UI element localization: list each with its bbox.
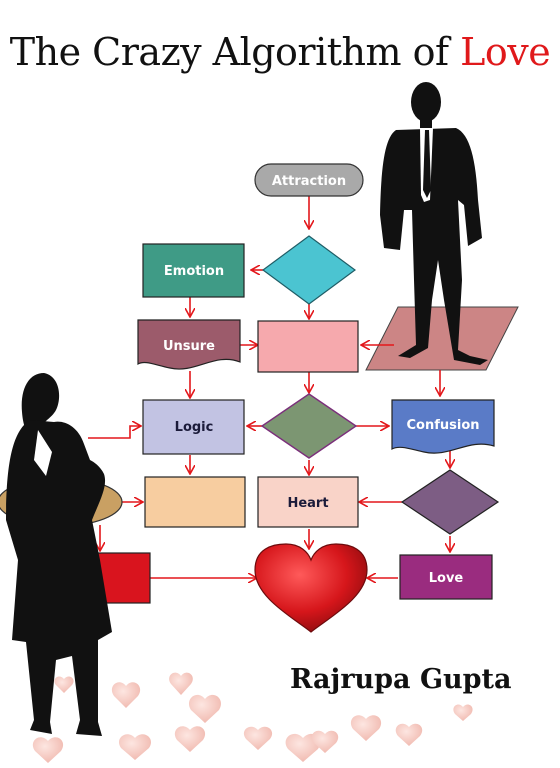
author-name: Rajrupa Gupta [290, 664, 512, 695]
process-box-pink [257, 320, 359, 373]
small-hearts [32, 672, 473, 763]
emotion-node: Emotion [142, 243, 245, 298]
unsure-node: Unsure [137, 319, 241, 370]
unsure-label: Unsure [163, 339, 215, 354]
decision-diamond-right [400, 469, 500, 535]
title-accent: Love [460, 30, 551, 74]
woman-silhouette [6, 373, 112, 736]
decision-diamond-middle [260, 393, 358, 459]
process-box-peach [144, 476, 246, 528]
logic-label: Logic [175, 420, 214, 435]
attraction-node: Attraction [254, 163, 364, 197]
decision-diamond-top [261, 235, 357, 305]
confusion-node: Confusion [391, 399, 495, 454]
love-node: Love [399, 554, 493, 600]
title-main: The Crazy Algorithm of [9, 30, 461, 74]
floor-parallelogram [365, 306, 519, 371]
attraction-label: Attraction [272, 174, 346, 189]
big-heart-icon [254, 543, 368, 633]
flow-arrows [88, 196, 450, 578]
heart-node: Heart [257, 476, 359, 528]
logic-node: Logic [142, 399, 245, 455]
heart-label: Heart [287, 496, 328, 511]
man-silhouette [380, 82, 488, 365]
emotion-label: Emotion [164, 264, 224, 279]
love-label: Love [429, 571, 464, 586]
book-title: The Crazy Algorithm of Love [0, 30, 560, 74]
confusion-label: Confusion [406, 418, 479, 433]
